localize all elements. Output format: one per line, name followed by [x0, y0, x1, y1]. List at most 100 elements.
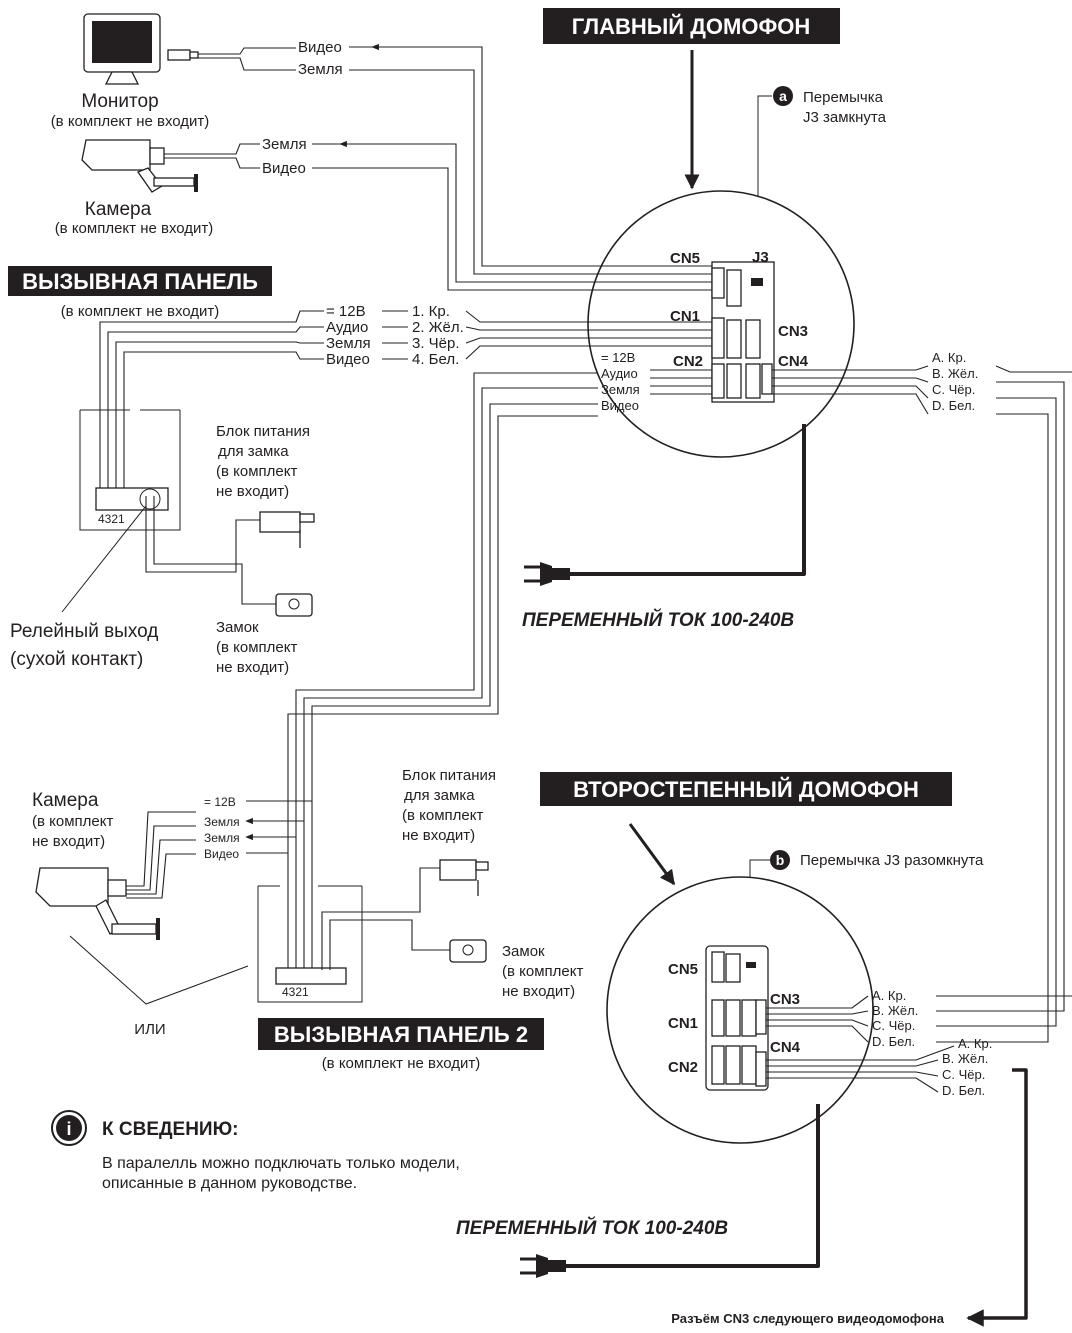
camera-bottom-device: Камера (в комплект не входит) [32, 790, 160, 940]
main-unit-closeup: J3 CN5 CN1 CN2 CN3 CN4 [587, 190, 855, 458]
psu-2: Блок питания для замка (в комплект не вх… [402, 767, 496, 896]
monitor-note: (в комплект не входит) [51, 113, 210, 130]
svg-text:Земля: Земля [262, 136, 307, 153]
svg-text:не входит): не входит) [216, 483, 289, 500]
secondary-ac-label: ПЕРЕМЕННЫЙ ТОК 100-240В [456, 1217, 728, 1239]
svg-text:= 12В: = 12В [204, 795, 236, 809]
call-panel-2-body: 4321 [257, 885, 363, 1003]
svg-text:Перемычка: Перемычка [803, 89, 884, 106]
footer-next-unit: Разъём CN3 следующего видеодомофона [671, 1311, 945, 1326]
svg-text:= 12В: = 12В [326, 303, 366, 320]
secondary-cn4-label: CN4 [770, 1039, 801, 1056]
svg-text:Перемычка J3 разомкнута: Перемычка J3 разомкнута [800, 852, 984, 869]
main-cn5-label: CN5 [670, 250, 700, 267]
svg-text:Камера: Камера [32, 790, 99, 811]
relay-pointer [61, 505, 147, 613]
svg-text:Замок: Замок [216, 619, 259, 636]
lock-2: Замок (в комплект не входит) [449, 939, 583, 1000]
psu-1: Блок питания для замка (в комплект не вх… [216, 423, 315, 548]
svg-text:3. Чёр.: 3. Чёр. [412, 335, 460, 352]
svg-text:B. Жёл.: B. Жёл. [872, 1003, 918, 1018]
svg-text:C. Чёр.: C. Чёр. [932, 382, 975, 397]
main-ac-plug [524, 562, 570, 586]
svg-text:Видео: Видео [298, 39, 342, 56]
svg-text:D. Бел.: D. Бел. [872, 1034, 915, 1049]
main-cn2-label: CN2 [673, 353, 703, 370]
svg-text:i: i [66, 1119, 71, 1139]
svg-text:не входит): не входит) [502, 983, 575, 1000]
secondary-cn4-wire-labels: A. Кр. B. Жёл. C. Чёр. D. Бел. [942, 1036, 992, 1098]
secondary-ac-plug [520, 1254, 566, 1278]
svg-text:B. Жёл.: B. Жёл. [932, 366, 978, 381]
svg-text:1. Кр.: 1. Кр. [412, 303, 450, 320]
svg-text:4. Бел.: 4. Бел. [412, 351, 459, 368]
svg-text:не входит): не входит) [32, 833, 105, 850]
monitor-title: Монитор [81, 91, 158, 112]
svg-text:Земля: Земля [204, 831, 240, 845]
svg-text:(в комплект: (в комплект [216, 463, 297, 480]
main-unit-banner: ГЛАВНЫЙ ДОМОФОН [543, 8, 840, 44]
svg-text:B. Жёл.: B. Жёл. [942, 1051, 988, 1066]
lock-1: Замок (в комплект не входит) [216, 593, 313, 676]
svg-text:4321: 4321 [98, 512, 125, 526]
relay-output-label: Релейный выход [10, 621, 158, 642]
main-unit-title: ГЛАВНЫЙ ДОМОФОН [572, 14, 811, 39]
or-pointer [69, 935, 249, 1005]
svg-text:Видео: Видео [601, 398, 639, 413]
secondary-unit-arrow [628, 823, 676, 886]
svg-text:для замка: для замка [404, 787, 475, 804]
svg-text:Земля: Земля [601, 382, 640, 397]
call-panel-1-body: 4321 [79, 409, 181, 531]
secondary-cn1-label: CN1 [668, 1015, 698, 1032]
svg-text:Видео: Видео [326, 351, 370, 368]
relay-output-note: (сухой контакт) [10, 649, 143, 670]
info-note: i К СВЕДЕНИЮ: В паралелль можно подключа… [51, 1110, 460, 1192]
camera-top-device: Камера (в комплект не входит) [55, 139, 214, 237]
note-line-2: описанные в данном руководстве. [102, 1175, 357, 1192]
or-label: ИЛИ [134, 1021, 165, 1038]
camera-top-title: Камера [85, 199, 152, 220]
svg-text:4321: 4321 [282, 985, 309, 999]
call-panel-1-title: ВЫЗЫВНАЯ ПАНЕЛЬ [22, 269, 258, 294]
svg-text:Аудио: Аудио [326, 319, 368, 336]
secondary-cn3-wire-labels: A. Кр. B. Жёл. C. Чёр. D. Бел. [872, 988, 918, 1049]
call-panel-2-title: ВЫЗЫВНАЯ ПАНЕЛЬ 2 [274, 1022, 528, 1047]
svg-text:Видео: Видео [204, 847, 239, 861]
svg-text:J3: J3 [752, 249, 769, 266]
call-panel-2-banner: ВЫЗЫВНАЯ ПАНЕЛЬ 2 (в комплект не входит) [258, 1018, 544, 1072]
secondary-unit-title: ВТОРОСТЕПЕННЫЙ ДОМОФОН [573, 777, 919, 802]
main-cn4-wire-labels: A. Кр. B. Жёл. C. Чёр. D. Бел. [932, 350, 978, 413]
secondary-cn5-label: CN5 [668, 961, 698, 978]
svg-text:не входит): не входит) [402, 827, 475, 844]
svg-text:не входит): не входит) [216, 659, 289, 676]
svg-text:C. Чёр.: C. Чёр. [872, 1018, 915, 1033]
svg-text:(в комплект: (в комплект [502, 963, 583, 980]
jumper-note-b: b Перемычка J3 разомкнута [749, 850, 984, 960]
svg-text:(в комплект: (в комплект [216, 639, 297, 656]
call-panel-1-wire-labels: = 12В Аудио Земля Видео 1. Кр. 2. Жёл. 3… [326, 303, 464, 368]
secondary-unit-banner: ВТОРОСТЕПЕННЫЙ ДОМОФОН [540, 772, 952, 806]
main-cn1-label: CN1 [670, 308, 700, 325]
svg-text:A. Кр.: A. Кр. [932, 350, 966, 365]
svg-text:Земля: Земля [326, 335, 371, 352]
marker-b-icon [770, 850, 790, 870]
svg-text:D. Бел.: D. Бел. [942, 1083, 985, 1098]
svg-text:(в комплект: (в комплект [402, 807, 483, 824]
camera-bottom-wire-labels: = 12В Земля Земля Видео [204, 795, 240, 861]
svg-text:Замок: Замок [502, 943, 545, 960]
secondary-cn2-label: CN2 [668, 1059, 698, 1076]
camera-top-note: (в комплект не входит) [55, 220, 214, 237]
svg-text:Земля: Земля [298, 61, 343, 78]
svg-text:a: a [779, 88, 787, 104]
svg-text:Блок питания: Блок питания [402, 767, 496, 784]
svg-text:Земля: Земля [204, 815, 240, 829]
main-ac-label: ПЕРЕМЕННЫЙ ТОК 100-240В [522, 609, 794, 631]
svg-text:Аудио: Аудио [601, 366, 638, 381]
monitor-device: Монитор (в комплект не входит) [51, 13, 210, 130]
main-cn2-wire-labels: = 12В Аудио Земля Видео [601, 350, 640, 413]
svg-text:Блок питания: Блок питания [216, 423, 310, 440]
call-panel-2-note: (в комплект не входит) [322, 1055, 481, 1072]
svg-text:для замка: для замка [218, 443, 289, 460]
note-heading: К СВЕДЕНИЮ: [102, 1119, 239, 1140]
